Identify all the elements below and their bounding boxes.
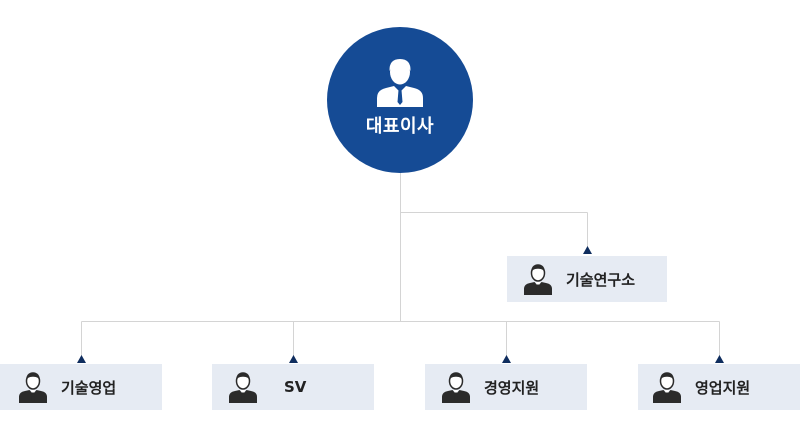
dept-label: SV: [284, 378, 307, 396]
ceo-label: 대표이사: [365, 115, 435, 137]
businessman-icon: [524, 264, 552, 295]
businessman-icon: [229, 372, 257, 403]
businessman-icon: [377, 58, 423, 107]
lab-label: 기술연구소: [566, 270, 636, 289]
arrow-dept-2: [289, 355, 298, 363]
arrow-dept-3: [502, 355, 511, 363]
dept-label: 기술영업: [61, 378, 117, 397]
ceo-node[interactable]: 대표이사: [327, 27, 473, 173]
dept-label: 경영지원: [484, 378, 540, 397]
businessman-icon: [442, 372, 470, 403]
arrow-dept-1: [77, 355, 86, 363]
node-lab[interactable]: 기술연구소: [507, 256, 667, 302]
dept-label: 영업지원: [695, 378, 751, 397]
businessman-icon: [653, 372, 681, 403]
node-dept-4[interactable]: 영업지원: [638, 364, 800, 410]
arrow-lab: [583, 246, 592, 254]
businessman-icon: [19, 372, 47, 403]
node-dept-1[interactable]: 기술영업: [0, 364, 162, 410]
node-dept-2[interactable]: SV: [212, 364, 374, 410]
arrow-dept-4: [715, 355, 724, 363]
node-dept-3[interactable]: 경영지원: [425, 364, 587, 410]
